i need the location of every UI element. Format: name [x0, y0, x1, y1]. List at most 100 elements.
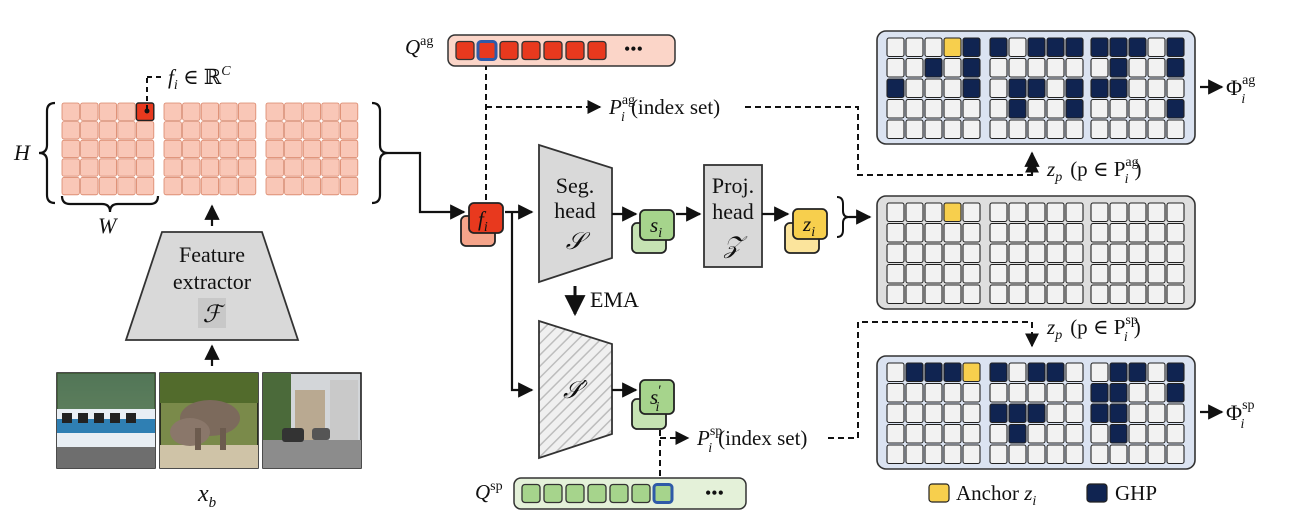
panel-ag-cell [989, 78, 1008, 99]
panel-sp-cell [1166, 423, 1185, 444]
panel-mid-cell [962, 202, 981, 223]
panel-mid-cell [1008, 263, 1027, 284]
panel-ag [876, 30, 1196, 145]
feature-cell [200, 176, 219, 196]
feature-cell [284, 176, 303, 196]
feature-cell [182, 139, 201, 158]
panel-sp-cell [905, 403, 924, 424]
panel-sp-ghp-cell [1090, 382, 1109, 403]
feature-cell [237, 176, 257, 196]
feature-cell [321, 158, 340, 177]
panel-mid-cell [1147, 243, 1166, 264]
arrow-features-to-fi [388, 151, 466, 220]
panel-ag-cell [905, 98, 924, 119]
panel-sp-cell [924, 403, 943, 424]
panel-mid-cell [1065, 243, 1084, 264]
feature-cell [61, 176, 80, 196]
panel-ag-cell [1109, 119, 1128, 140]
panel-mid-cell [1128, 284, 1147, 305]
feature-cell [98, 102, 117, 121]
panel-mid-cell [905, 222, 924, 243]
panel-mid-cell [1046, 263, 1065, 284]
feature-cell [163, 102, 182, 121]
panel-sp-cell [905, 423, 924, 444]
svg-text:zi: zi [802, 212, 815, 240]
seg-head-label-2: head [554, 198, 596, 223]
panel-mid-cell [1147, 284, 1166, 305]
queue-ag-cell [455, 40, 475, 61]
panel-sp-ghp-cell [1128, 362, 1147, 383]
feature-cell [98, 176, 117, 196]
zi-brace [836, 196, 850, 238]
panel-mid-anchor-cell [943, 202, 962, 223]
panel-mid-cell [1128, 263, 1147, 284]
feature-cell [284, 158, 303, 177]
panel-mid-cell [905, 284, 924, 305]
feature-extractor-label-1: Feature [179, 242, 245, 267]
panel-sp-cell [1008, 362, 1027, 383]
panel-sp-cell [1046, 382, 1065, 403]
panel-ag-cell [886, 98, 905, 119]
panel-sp-cell [1046, 423, 1065, 444]
panel-ag-cell [1046, 119, 1065, 140]
queue-ag-cell [587, 40, 607, 61]
panel-sp-ghp-cell [1109, 403, 1128, 424]
panel-sp-cell [1065, 403, 1084, 424]
panel-mid-cell [1090, 284, 1109, 305]
arrow-fi-to-sprime [510, 212, 534, 398]
panel-mid-cell [943, 243, 962, 264]
panel-ag-cell [943, 119, 962, 140]
feature-cell [200, 121, 219, 140]
panel-mid-cell [1065, 284, 1084, 305]
panel-mid-cell [1027, 222, 1046, 243]
panel-sp-cell [1027, 382, 1046, 403]
panel-sp-cell [905, 444, 924, 465]
panel-mid-cell [905, 202, 924, 223]
feature-cell [339, 176, 359, 196]
panel-sp-cell [1046, 444, 1065, 465]
panel-mid-cell [1090, 243, 1109, 264]
panel-mid [876, 195, 1196, 310]
panel-ag-ghp-cell [1166, 98, 1185, 119]
feature-cell [117, 176, 136, 196]
seg-head-ema-symbol: 𝒮′ [563, 376, 588, 404]
panel-ag-cell [1027, 98, 1046, 119]
panel-ag-cell [962, 119, 981, 140]
feature-cell [61, 158, 80, 177]
w-label: W [98, 213, 118, 238]
queue-sp-cell [609, 483, 629, 504]
queue-ag-cell-highlight [476, 40, 498, 61]
feature-cell [182, 158, 201, 177]
feature-cell [163, 139, 182, 158]
panel-sp-cell [1109, 444, 1128, 465]
feature-cell [219, 121, 238, 140]
panel-sp-cell [989, 382, 1008, 403]
panel-sp-cell [1027, 444, 1046, 465]
panel-sp-cell [886, 382, 905, 403]
feature-cell [80, 121, 99, 140]
queue-sp-cell [521, 483, 541, 504]
feature-cell [237, 139, 257, 158]
panel-sp-cell [1166, 444, 1185, 465]
feature-cell [284, 139, 303, 158]
panel-sp-cell [1128, 403, 1147, 424]
feature-cell [339, 139, 359, 158]
svg-text:si: si [650, 213, 662, 241]
panel-mid-cell [962, 243, 981, 264]
panel-sp-cell [943, 382, 962, 403]
panel-mid-cell [1065, 263, 1084, 284]
queue-sp-cell-highlight [652, 483, 674, 504]
panel-mid-cell [1109, 243, 1128, 264]
panel-sp-cell [989, 444, 1008, 465]
feature-maps [61, 102, 359, 196]
panel-sp-cell [962, 444, 981, 465]
queue-ag-cell [543, 40, 563, 61]
panel-sp-ghp-cell [1109, 362, 1128, 383]
panel-ag-ghp-cell [989, 37, 1008, 58]
panel-ag-ghp-cell [1027, 37, 1046, 58]
panel-ag-cell [1166, 78, 1185, 99]
p-sp-dashed-route [828, 321, 1039, 439]
panel-ag-cell [924, 119, 943, 140]
queue-ag-ellipsis: ••• [624, 39, 643, 59]
